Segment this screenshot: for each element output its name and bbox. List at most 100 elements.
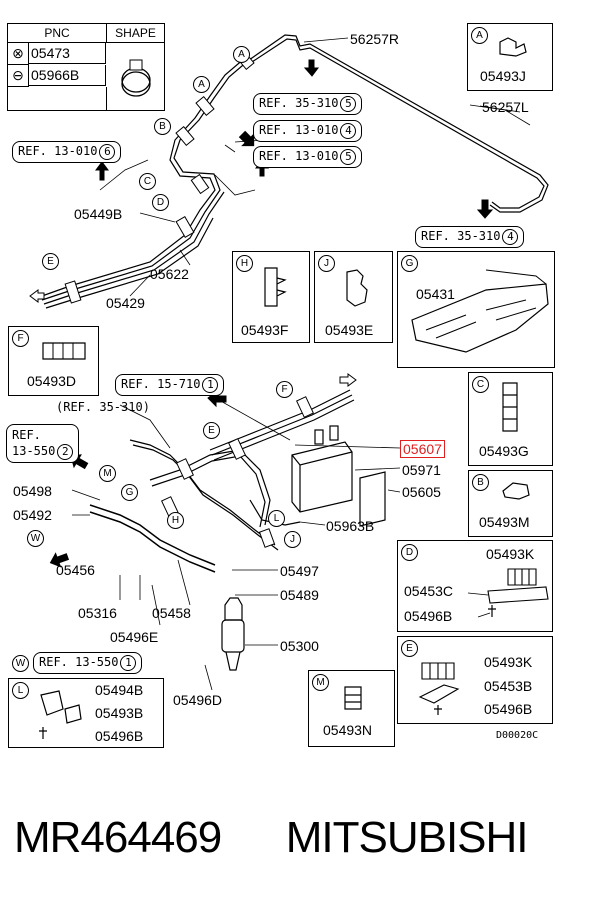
inset-part: 05493J: [480, 68, 526, 84]
part-label-05496D: 05496D: [173, 692, 223, 708]
ref-label: (REF. 35-310): [56, 400, 150, 414]
clip-bracket-icon: [468, 568, 549, 618]
part-label-05622: 05622: [150, 266, 189, 282]
inset-part: 05453B: [484, 678, 533, 694]
inset-letter: A: [471, 27, 488, 44]
hose-clamp-icon: [121, 59, 151, 97]
clip-icon: [346, 269, 368, 307]
callout-badge: A: [233, 46, 250, 63]
inset-c: C 05493G: [468, 372, 553, 466]
clip-symbol-icon: ⊖: [8, 65, 29, 87]
callout-badge: L: [268, 510, 285, 527]
clip-symbol-icon: ⊗: [8, 43, 29, 65]
inset-letter: L: [12, 682, 29, 699]
part-label-05300: 05300: [280, 638, 319, 654]
part-label-05458: 05458: [152, 605, 191, 621]
part-label-56257L: 56257L: [482, 99, 529, 115]
inset-part: 05493K: [484, 654, 533, 670]
inset-e: E 05493K 05453B 05496B: [397, 636, 553, 724]
part-label-05607-highlighted: 05607: [400, 440, 445, 458]
clip-bracket-icon: [39, 690, 82, 739]
clip-icon: [499, 37, 527, 57]
outlet-arrow-icon: [339, 373, 357, 387]
part-label-56257R: 56257R: [350, 31, 400, 47]
inset-part: 05494B: [95, 682, 144, 698]
inset-letter: C: [472, 376, 489, 393]
inset-part: 05493K: [486, 546, 535, 562]
fuel-filter: [221, 619, 245, 653]
inset-l: L 05494B 05493B 05496B: [8, 678, 164, 748]
pnc-row1: 05473: [29, 43, 106, 64]
part-label-05456: 05456: [56, 562, 95, 578]
inset-part: 05493E: [325, 322, 374, 338]
inset-g: G 05431: [397, 251, 555, 368]
inset-letter: F: [12, 330, 29, 347]
callout-badge: B: [154, 118, 171, 135]
clip-icon: [344, 686, 362, 710]
charcoal-canister: [291, 441, 353, 513]
arrow-icon: [303, 59, 319, 77]
inset-part: 05493N: [323, 722, 373, 738]
callout-badge: A: [193, 76, 210, 93]
footer-caption: MR464469 MITSUBISHI: [14, 812, 529, 864]
callout-badge: J: [284, 531, 301, 548]
part-label-05316: 05316: [78, 605, 117, 621]
inset-part: 05431: [416, 286, 455, 302]
callout-badge: E: [42, 253, 59, 270]
part-label-05963B: 05963B: [326, 518, 375, 534]
arrow-icon: [476, 199, 494, 219]
canister-bracket: [359, 471, 386, 527]
callout-badge: M: [99, 465, 116, 482]
drawing-code: D00020C: [496, 730, 539, 741]
inset-part: 05453C: [404, 583, 454, 599]
inset-part: 05496B: [95, 728, 144, 744]
callout-badge: G: [121, 484, 138, 501]
clip-icon: [264, 267, 287, 307]
callout-badge: D: [152, 194, 169, 211]
inset-letter: H: [236, 255, 253, 272]
inset-letter: D: [401, 544, 418, 561]
inset-part: 05493B: [95, 705, 144, 721]
part-label-05971: 05971: [402, 462, 441, 478]
part-label-05497: 05497: [280, 563, 319, 579]
part-label-05489: 05489: [280, 587, 319, 603]
callout-badge: W: [27, 530, 44, 547]
fuel-line-diagram: [29, 34, 549, 691]
shape-header: SHAPE: [107, 24, 164, 43]
clip-bracket-icon: [418, 662, 460, 715]
brand-name: MITSUBISHI: [285, 813, 529, 862]
pipe-56257R: [248, 34, 549, 213]
inset-f: F 05493D: [8, 326, 99, 396]
part-label-05429: 05429: [106, 295, 145, 311]
bracket-assembly-icon: [411, 269, 549, 353]
pnc-row2: 05966B: [29, 65, 106, 86]
inset-letter: E: [401, 640, 418, 657]
arrow-icon: [49, 552, 70, 568]
clip-icon: [502, 382, 518, 432]
inset-part: 05493F: [241, 322, 289, 338]
part-label-05492: 05492: [13, 507, 52, 523]
inset-h: H 05493F: [232, 251, 310, 343]
callout-badge: H: [167, 512, 184, 529]
inset-part: 05493M: [479, 514, 530, 530]
ref-letter-w: W: [12, 655, 29, 672]
inset-d: D 05493K 05453C 05496B: [397, 540, 553, 632]
callout-badge: E: [203, 422, 220, 439]
pnc-header: PNC: [8, 24, 107, 43]
inset-part: 05493G: [479, 443, 529, 459]
inset-j: J 05493E: [314, 251, 393, 343]
part-label-05496E: 05496E: [110, 629, 159, 645]
inset-letter: B: [472, 474, 489, 491]
inset-m: M 05493N: [308, 670, 395, 747]
inset-part: 05496B: [484, 701, 533, 717]
callout-badge: C: [139, 173, 156, 190]
inset-b: B 05493M: [468, 470, 553, 537]
pnc-table: PNC SHAPE ⊗ 05473 ⊖ 05966B: [7, 23, 165, 111]
